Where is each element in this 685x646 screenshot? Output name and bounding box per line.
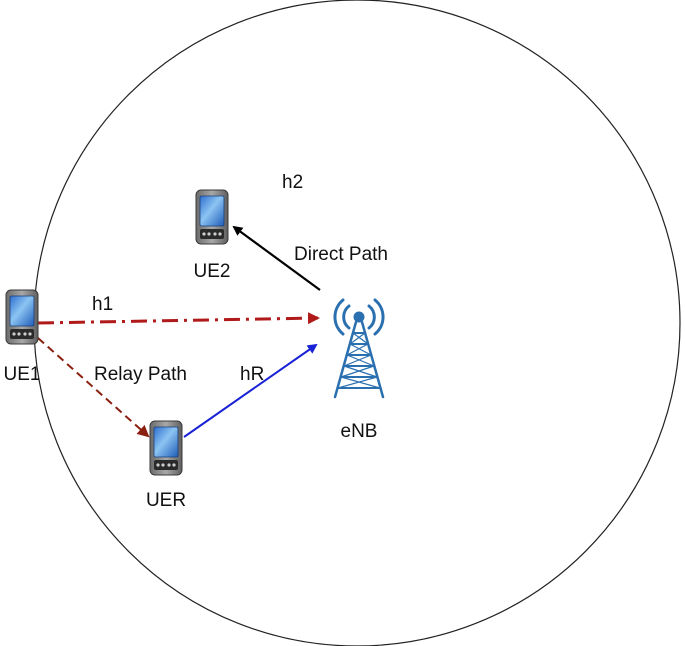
link-ue1-enb-h1 xyxy=(37,312,320,325)
cell-tower-icon xyxy=(333,298,385,399)
ue1-label: UE1 xyxy=(4,364,41,385)
hr-label: hR xyxy=(240,364,264,385)
link-uer-enb-hr xyxy=(183,343,318,438)
relay-path-label: Relay Path xyxy=(94,364,187,385)
enb-label: eNB xyxy=(341,421,378,442)
mobile-phone-icon xyxy=(195,189,229,245)
uer-node[interactable]: UER xyxy=(146,420,186,511)
uer-label: UER xyxy=(146,490,186,511)
h2-label: h2 xyxy=(282,172,303,193)
mobile-phone-icon xyxy=(149,420,183,476)
direct-path-label: Direct Path xyxy=(294,244,388,265)
ue1-node[interactable]: UE1 xyxy=(4,289,41,385)
ue2-label: UE2 xyxy=(194,261,231,282)
enb-node[interactable]: eNB xyxy=(333,298,385,442)
link-ue1-uer-relay xyxy=(37,337,150,438)
link-enb-ue2-direct xyxy=(232,225,321,291)
h1-label: h1 xyxy=(92,294,113,315)
mobile-phone-icon xyxy=(5,289,39,345)
ue2-node[interactable]: UE2 xyxy=(194,189,231,282)
